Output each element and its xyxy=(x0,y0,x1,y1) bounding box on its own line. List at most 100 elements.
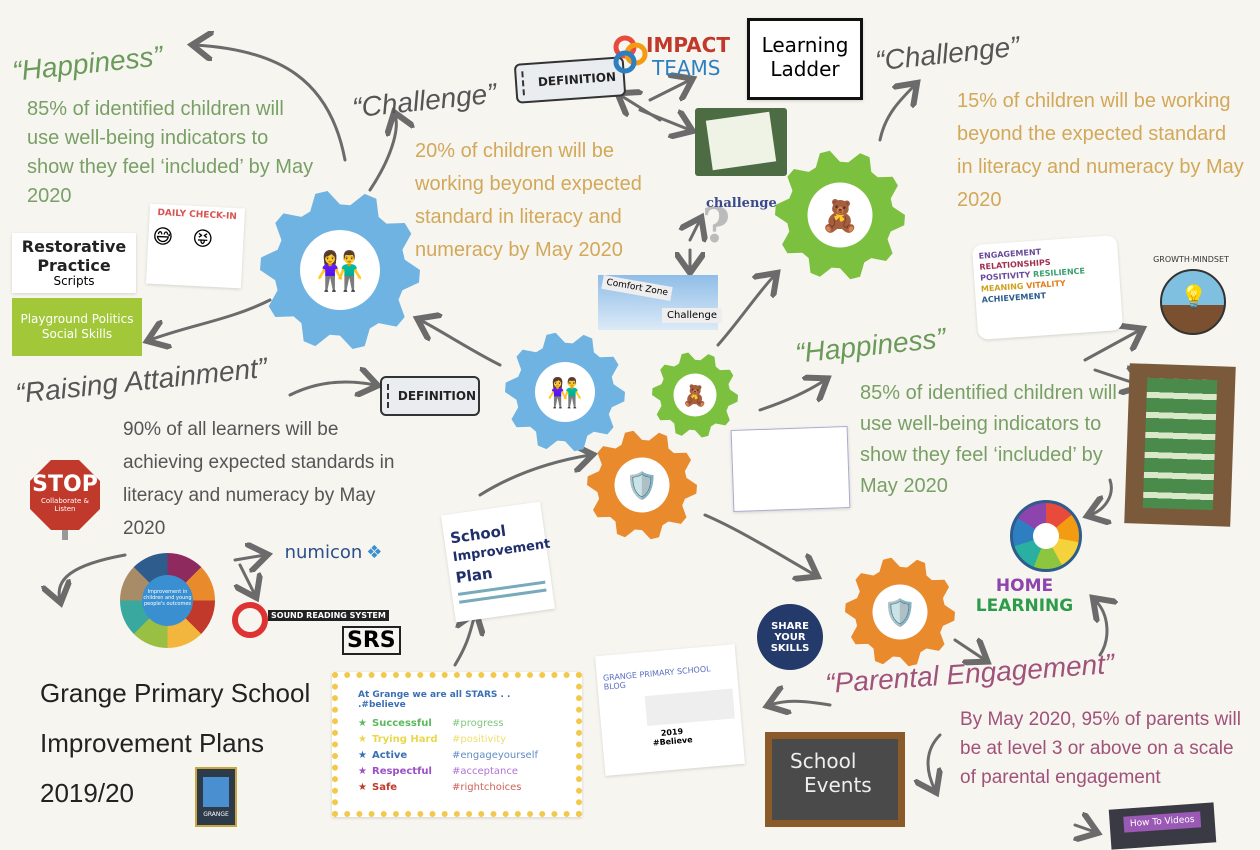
teams-label: TEAMS xyxy=(652,56,721,80)
question-mark-icon: ? xyxy=(702,198,731,254)
blue-gear-large: 👫 xyxy=(260,191,420,349)
school-events-line1: School xyxy=(790,749,857,773)
daily-check-in-label: DAILY CHECK-IN xyxy=(157,207,238,223)
stars-row: ★ Safe #rightchoices xyxy=(358,780,556,796)
wheel-center-label: Improvement in children and young people… xyxy=(142,575,193,626)
wellbeing-sketchnote: ENGAGEMENT RELATIONSHIPS POSITIVITY RESI… xyxy=(971,235,1124,340)
star-word: Safe xyxy=(372,782,398,793)
restorative-practice-logo: Restorative Practice Scripts xyxy=(12,233,136,293)
emoji-faces-icon: 😅 😝 xyxy=(151,223,214,251)
word-vitality: VITALITY xyxy=(1025,278,1066,291)
happiness-text-right: 85% of identified children will use well… xyxy=(860,382,1117,497)
learning-ladder-logo: Learning Ladder xyxy=(747,18,863,100)
parental-engagement-text: By May 2020, 95% of parents will be at l… xyxy=(960,709,1241,788)
how-to-videos-label: How To Videos xyxy=(1123,811,1202,833)
school-events-chalkboard: School Events xyxy=(765,732,905,827)
gear-center-icon: 👫 xyxy=(547,377,583,410)
daily-check-in-sheet: DAILY CHECK-IN 😅 😝 xyxy=(145,203,246,289)
stars-row: ★Trying Hard#positivity xyxy=(358,732,556,748)
star-tag: #progress xyxy=(452,718,504,729)
word-resilience: RESILIENCE xyxy=(1032,266,1086,279)
share-your-skills-badge: SHARE YOUR SKILLS xyxy=(757,604,823,670)
comfort-zone-label: Comfort Zone xyxy=(601,275,673,301)
star-icon: ★ xyxy=(358,750,367,761)
ladder-label: Ladder xyxy=(770,57,840,81)
blog-title: GRANGE PRIMARY SCHOOL BLOG xyxy=(602,664,711,692)
stop-sub-label: Collaborate & Listen xyxy=(41,497,89,513)
orange-gear-center: 🛡️ xyxy=(587,430,697,540)
blue-gear-center: 👫 xyxy=(505,332,625,452)
social-skills-label: Social Skills xyxy=(41,327,113,341)
gear-center-icon: 🧸 xyxy=(821,198,859,234)
playground-politics-card: Playground Politics Social Skills xyxy=(12,298,142,356)
star-icon: ★ xyxy=(358,782,367,793)
playground-politics-label: Playground Politics xyxy=(20,312,134,326)
gear-center-icon: 🧸 xyxy=(682,384,707,409)
challenge-sign-label: Challenge xyxy=(662,308,722,323)
challenge-question-cloud: ? challenge xyxy=(700,190,777,265)
star-tag: #rightchoices xyxy=(452,782,522,793)
restorative-label: Restorative xyxy=(21,237,127,256)
feelings-worksheet xyxy=(730,425,851,513)
srs-label: SOUND READING SYSTEM xyxy=(268,610,389,621)
word-positivity: POSITIVITY xyxy=(979,270,1031,283)
our-green-chapter-display xyxy=(1124,363,1236,527)
growth-mindset-logo: GROWTH·MINDSET 💡 xyxy=(1150,255,1232,337)
learning-label: LEARNING xyxy=(975,596,1074,616)
numicon-label: numicon xyxy=(284,541,363,563)
gear-center-icon: 🛡️ xyxy=(626,471,659,502)
sound-reading-system-logo: SOUND READING SYSTEM SRS xyxy=(232,600,401,658)
school-plan-title: Grange Primary School Improvement Plans … xyxy=(40,668,310,818)
stars-row: ★Successful#progress xyxy=(358,716,556,732)
shanarri-wellbeing-wheel xyxy=(1010,500,1082,572)
school-crest: GRANGE xyxy=(195,767,237,827)
star-icon: ★ xyxy=(358,766,367,777)
definition-card-middle: DEFINITION xyxy=(380,376,480,416)
star-word: Trying Hard xyxy=(372,734,438,745)
lightbulb-icon: 💡 xyxy=(1180,285,1208,310)
stars-list: ★Successful#progress★Trying Hard#positiv… xyxy=(358,716,556,796)
school-improvement-plan-doc: School Improvement Plan xyxy=(440,501,556,623)
numicon-diamond-icon: ❖ xyxy=(366,541,383,563)
target-icon xyxy=(232,602,268,638)
impact-label: IMPACT xyxy=(646,33,730,57)
school-title-line1: Grange Primary School xyxy=(40,678,311,708)
learning-journal-photo xyxy=(695,108,787,176)
challenge-cloud-label: challenge xyxy=(706,196,777,211)
green-gear-large: 🧸 xyxy=(775,150,905,280)
star-word: Active xyxy=(372,750,408,761)
stars-values-poster: At Grange we are all STARS . . .#believe… xyxy=(332,672,582,817)
gear-center-icon: 🛡️ xyxy=(884,598,917,629)
stars-row: ★ Respectful #acceptance xyxy=(358,764,556,780)
challenge-text-right: 15% of children will be working beyond t… xyxy=(957,90,1244,211)
numicon-logo: numicon❖ xyxy=(276,527,391,577)
home-label: HOME xyxy=(995,576,1054,596)
star-tag: #positivity xyxy=(452,734,507,745)
comfort-zone-sign-photo: Comfort Zone Challenge xyxy=(598,275,722,330)
raising-attainment-text: 90% of all learners will be achieving ex… xyxy=(123,419,395,539)
stars-heading: At Grange we are all STARS . . .#believe xyxy=(358,690,511,710)
happiness-text-left: 85% of identified children will use well… xyxy=(27,98,314,207)
word-meaning: MEANING xyxy=(980,281,1024,294)
orange-gear-right: 🛡️ xyxy=(845,557,955,667)
learning-label: Learning xyxy=(761,33,849,57)
stop-label: STOP xyxy=(32,472,98,497)
school-title-line3: 2019/20 xyxy=(40,778,134,808)
stars-row: ★Active#engageyourself xyxy=(358,748,556,764)
star-icon: ★ xyxy=(358,718,367,729)
star-word: Respectful xyxy=(372,766,432,777)
school-events-line2: Events xyxy=(804,773,872,797)
definition-card-top: DEFINITION xyxy=(513,56,627,104)
star-tag: #acceptance xyxy=(452,766,519,777)
impact-teams-logo: IMPACT TEAMS xyxy=(612,30,737,85)
how-to-videos-keyboard: How To Videos xyxy=(1108,802,1217,850)
impact-rings-icon xyxy=(613,35,648,74)
word-achievement: ACHIEVEMENT xyxy=(981,291,1047,305)
challenge-text-left: 20% of children will be working beyond e… xyxy=(415,140,642,261)
improvement-outcomes-wheel: Improvement in children and young people… xyxy=(120,553,215,648)
practice-label: Practice xyxy=(37,256,111,275)
green-gear-small: 🧸 xyxy=(652,352,738,438)
crest-label: GRANGE xyxy=(203,811,229,818)
